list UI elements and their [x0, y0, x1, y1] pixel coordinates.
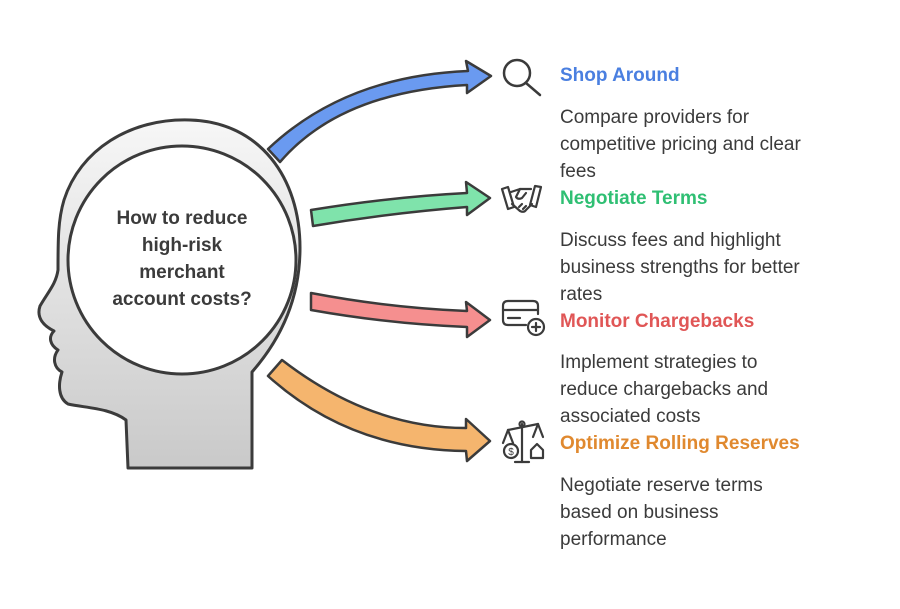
description-line: performance [560, 529, 667, 550]
item-description-shop-around: Compare providers for competitive pricin… [560, 104, 880, 185]
item-description-negotiate-terms: Discuss fees and highlight business stre… [560, 227, 880, 308]
description-line: Discuss fees and highlight [560, 230, 781, 251]
center-question-line: merchant [139, 262, 225, 283]
item-title-monitor-chargebacks: Monitor Chargebacks [560, 311, 755, 332]
item-title-optimize-rolling-reserves: Optimize Rolling Reserves [560, 433, 800, 454]
item-description-optimize-rolling-reserves: Negotiate reserve terms based on busines… [560, 472, 880, 553]
question-circle [66, 144, 298, 376]
item-title-negotiate-terms: Negotiate Terms [560, 188, 708, 209]
arrow-monitor-chargebacks [309, 291, 492, 339]
description-line: Negotiate reserve terms [560, 475, 763, 496]
magnifier-icon [502, 58, 542, 97]
handshake-icon [500, 184, 543, 213]
description-line: Compare providers for [560, 107, 750, 128]
center-question-line: How to reduce [116, 208, 248, 229]
center-question-line: high-risk [141, 235, 223, 256]
description-line: rates [560, 284, 603, 305]
credit-card-add-icon [501, 299, 546, 337]
item-description-monitor-chargebacks: Implement strategies to reduce chargebac… [560, 349, 880, 430]
description-line: business strengths for better [560, 257, 800, 278]
description-line: fees [560, 161, 596, 182]
arrow-shop-around [266, 59, 493, 164]
description-line: Implement strategies to [560, 352, 758, 373]
item-title-shop-around: Shop Around [560, 65, 680, 86]
svg-text:$: $ [508, 447, 514, 458]
balance-scale-icon: $ [501, 420, 545, 464]
arrow-optimize-reserves [266, 358, 492, 463]
description-line: based on business [560, 502, 719, 523]
center-question-line: account costs? [112, 289, 252, 310]
description-line: associated costs [560, 406, 701, 427]
arrow-negotiate-terms [309, 180, 492, 228]
description-line: reduce chargebacks and [560, 379, 769, 400]
center-question: How to reduce high-risk merchant account… [88, 205, 276, 313]
description-line: competitive pricing and clear [560, 134, 801, 155]
